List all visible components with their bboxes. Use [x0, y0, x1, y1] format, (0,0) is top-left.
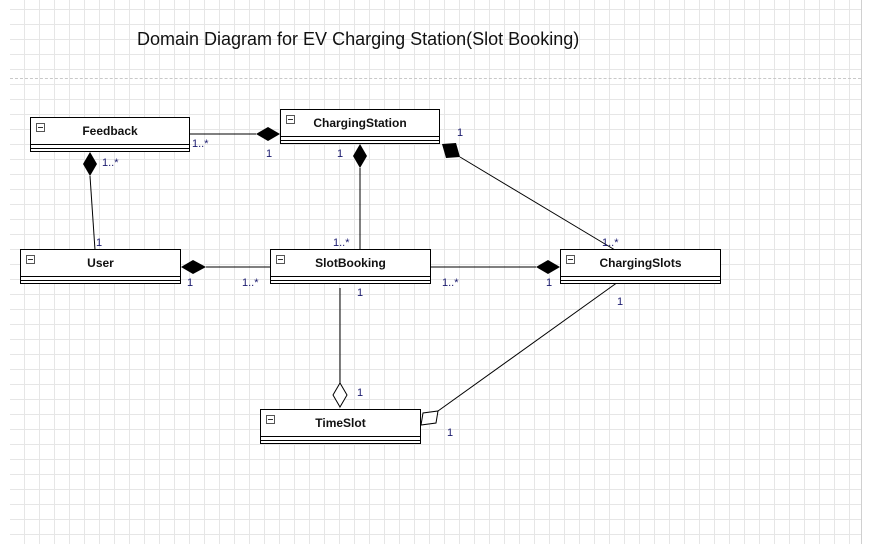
- class-name: ChargingSlots: [599, 256, 682, 270]
- mult-feedback-station-station: 1: [266, 148, 272, 160]
- composition-diamond: [536, 260, 560, 274]
- mult-slots-timeslot-timeslot: 1: [447, 427, 453, 439]
- mult-booking-station-station: 1: [337, 148, 343, 160]
- class-charging-slots[interactable]: ChargingSlots: [560, 249, 721, 284]
- operations-divider: [281, 140, 439, 141]
- operations-divider: [31, 148, 189, 149]
- class-name: Feedback: [82, 124, 138, 138]
- canvas-left-margin: [0, 0, 10, 544]
- composition-diamond: [181, 260, 206, 274]
- class-time-slot[interactable]: TimeSlot: [260, 409, 421, 444]
- class-name: TimeSlot: [315, 416, 366, 430]
- class-name: User: [87, 256, 114, 270]
- attributes-divider: [21, 276, 180, 277]
- attributes-divider: [31, 144, 189, 145]
- diagram-title: Domain Diagram for EV Charging Station(S…: [137, 29, 580, 49]
- composition-diamond: [353, 144, 367, 168]
- slots-station-association[interactable]: [442, 143, 616, 251]
- booking-station-association[interactable]: [353, 144, 367, 250]
- composition-diamond: [83, 152, 97, 176]
- mult-slots-station-station: 1: [457, 127, 463, 139]
- class-slot-booking[interactable]: SlotBooking: [270, 249, 431, 284]
- aggregation-diamond: [332, 382, 348, 408]
- mult-user-feedback-user: 1: [96, 237, 102, 249]
- page-break-line: [10, 78, 861, 79]
- composition-diamond: [442, 143, 460, 158]
- mult-booking-timeslot-booking: 1: [357, 287, 363, 299]
- collapse-icon[interactable]: [566, 255, 575, 264]
- mult-booking-slots-booking: 1..*: [442, 277, 459, 289]
- class-charging-station[interactable]: ChargingStation: [280, 109, 440, 144]
- operations-divider: [561, 280, 720, 281]
- class-name: SlotBooking: [315, 256, 386, 270]
- mult-user-booking-booking: 1..*: [242, 277, 259, 289]
- class-feedback[interactable]: Feedback: [30, 117, 190, 152]
- user-feedback-association[interactable]: [83, 152, 97, 251]
- booking-timeslot-association[interactable]: [332, 288, 348, 408]
- booking-slots-association[interactable]: [430, 260, 560, 274]
- collapse-icon[interactable]: [276, 255, 285, 264]
- booking-user-association[interactable]: [181, 260, 270, 274]
- attributes-divider: [561, 276, 720, 277]
- composition-diamond: [256, 127, 280, 141]
- attributes-divider: [281, 136, 439, 137]
- operations-divider: [271, 280, 430, 281]
- slots-timeslot-association[interactable]: [420, 281, 619, 426]
- collapse-icon[interactable]: [36, 123, 45, 132]
- feedback-station-association[interactable]: [190, 127, 280, 141]
- mult-slots-timeslot-slots: 1: [617, 296, 623, 308]
- collapse-icon[interactable]: [266, 415, 275, 424]
- collapse-icon[interactable]: [286, 115, 295, 124]
- class-name: ChargingStation: [313, 116, 407, 130]
- mult-user-booking-user: 1: [187, 277, 193, 289]
- mult-feedback-station-feedback: 1..*: [192, 138, 209, 150]
- operations-divider: [21, 280, 180, 281]
- operations-divider: [261, 440, 420, 441]
- mult-slots-station-slots: 1..*: [602, 237, 619, 249]
- mult-booking-slots-slots: 1: [546, 277, 552, 289]
- canvas-right-margin: [861, 0, 870, 544]
- mult-booking-station-booking: 1..*: [333, 237, 350, 249]
- mult-user-feedback-feedback: 1..*: [102, 157, 119, 169]
- collapse-icon[interactable]: [26, 255, 35, 264]
- attributes-divider: [271, 276, 430, 277]
- class-user[interactable]: User: [20, 249, 181, 284]
- attributes-divider: [261, 436, 420, 437]
- mult-booking-timeslot-timeslot: 1: [357, 387, 363, 399]
- aggregation-diamond: [420, 410, 439, 426]
